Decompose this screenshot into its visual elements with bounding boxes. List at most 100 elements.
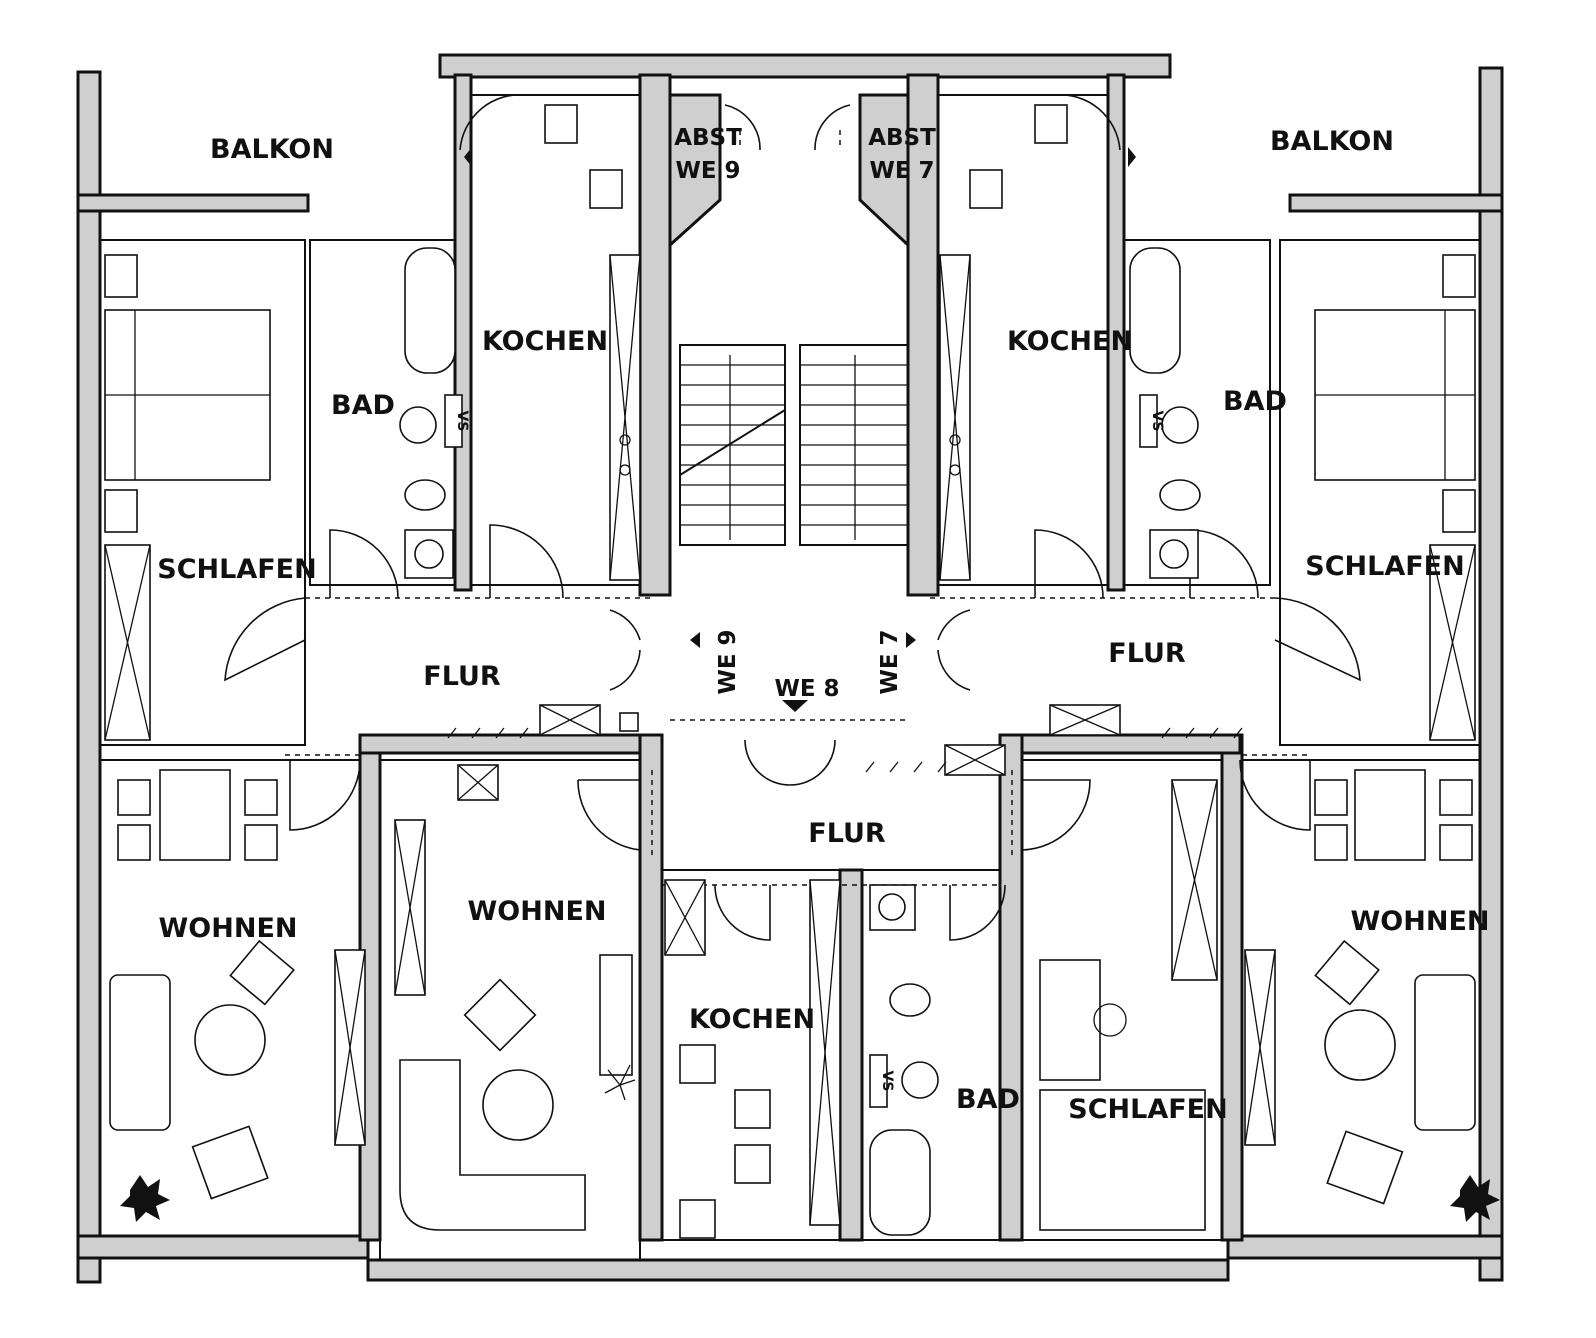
door-wohnen-center [577,779,641,851]
chair-right-2 [1314,824,1348,861]
wall-center-right [998,733,1024,1242]
bed-bottom [1039,1089,1206,1231]
ottoman-center [463,978,537,1052]
arrow-balkon-right-icon [1128,147,1136,167]
wall-stair-left [638,73,672,597]
wall-abst-right [858,93,910,249]
label-wohnen-center: WOHNEN [468,896,607,927]
label-vs-left: VS [454,411,470,432]
chair-kochen-4 [679,1199,716,1239]
table-left [159,769,231,861]
label-we8: WE 8 [774,676,839,702]
label-abst-left-unit: WE 9 [675,158,740,184]
wall-top-center [438,53,1172,79]
desk-center [599,954,633,1076]
vs-box-bottom [869,1054,888,1108]
sink-right [1161,406,1199,444]
room-schlafen-bottom-outline [1021,759,1223,1241]
markers [447,147,1243,773]
door-openings [285,130,1310,886]
wall-bottom-left [76,1234,370,1260]
label-wohnen-left: WOHNEN [159,913,298,944]
label-kochen-right: KOCHEN [1007,326,1133,357]
door-entry-we9-1 [609,609,641,641]
coffee-table-center [482,1069,554,1141]
room-schlafen-right-outline [1279,239,1481,746]
stair-cut-line [679,409,786,476]
interior-walls [99,73,1481,1261]
wall-balkon-right [1288,193,1504,213]
label-we9: WE 9 [715,629,741,694]
chair-kochen-2 [734,1089,771,1129]
wall-wohnen-right [1220,733,1244,1242]
chair-left-4 [244,824,278,861]
wall-flur-bottom-right [1013,733,1242,755]
armchair-left-1 [229,939,295,1006]
toilet-bottom [889,983,931,1017]
wall-kochen-right [1106,73,1126,592]
wall-flur-bottom-left [358,733,662,755]
sink-bottom [901,1061,939,1099]
wall-left-exterior [76,70,102,1284]
nightstand-left-2 [104,489,138,533]
room-schlafen-left-outline [99,239,306,746]
door-wohnen-left [289,759,361,831]
label-abst-right-unit: WE 7 [869,158,934,184]
nightstand-left-1 [104,254,138,298]
toilet-right [1159,479,1201,511]
plant-icon-left [120,1175,170,1222]
label-bad-bottom: BAD [956,1084,1020,1115]
vs-box-right [1139,394,1158,448]
label-vs-right: VS [1149,411,1165,432]
arrow-down-icon [782,700,808,712]
nightstand-right-1 [1442,254,1476,298]
labels: BALKON BALKON KOCHEN KOCHEN KOCHEN BAD B… [157,125,1489,1125]
label-balkon-left: BALKON [210,134,334,165]
chair-right-4 [1439,824,1473,861]
door-bad-left [329,529,399,599]
wall-stair-right [906,73,940,597]
label-we7: WE 7 [877,629,903,694]
plant-icon-right [1450,1175,1500,1222]
label-schlafen-left: SCHLAFEN [157,554,316,585]
label-abst-right: ABST [868,125,936,151]
coffee-table-right [1324,1009,1396,1081]
coffee-table-left [194,1004,266,1076]
door-bad-bottom [949,884,1006,941]
wall-bottom-right [1226,1234,1504,1260]
door-entry-we9-2 [609,649,641,691]
toilet-left [404,479,446,511]
door-entry-we8-2 [789,739,836,786]
room-wohnen-right-outline [1241,759,1481,1237]
armchair-right-1 [1314,939,1380,1006]
plant-icon-center [604,1064,636,1101]
label-wohnen-right: WOHNEN [1351,906,1490,937]
wall-abst-left [668,93,722,249]
chair-right-3 [1439,779,1473,816]
label-schlafen-right: SCHLAFEN [1305,551,1464,582]
chair-right-1 [1314,779,1348,816]
arrow-balkon-left-icon [464,147,472,167]
chimney [619,712,639,732]
label-kochen-left: KOCHEN [482,326,608,357]
door-schlafen-right [1274,597,1361,682]
arrow-left-icon [690,632,700,648]
sink-left [399,406,437,444]
door-swings [224,93,1361,941]
desk-bottom [1039,959,1101,1081]
wall-kochen-bad-bottom [838,868,864,1242]
door-balkon-left [459,93,526,151]
label-balkon-right: BALKON [1270,126,1394,157]
label-flur-bottom: FLUR [808,818,886,849]
door-abst-right [814,104,851,151]
vs-box-left [444,394,463,448]
door-entry-we7-1 [937,609,971,641]
outer-walls [76,53,1504,1284]
armchair-right-2 [1326,1130,1404,1205]
room-wohnen-center-outline [379,759,641,1261]
door-kochen-left [489,524,564,599]
sofa-left [109,974,171,1131]
door-bad-right [1189,529,1259,599]
label-vs-bottom: VS [879,1071,895,1092]
